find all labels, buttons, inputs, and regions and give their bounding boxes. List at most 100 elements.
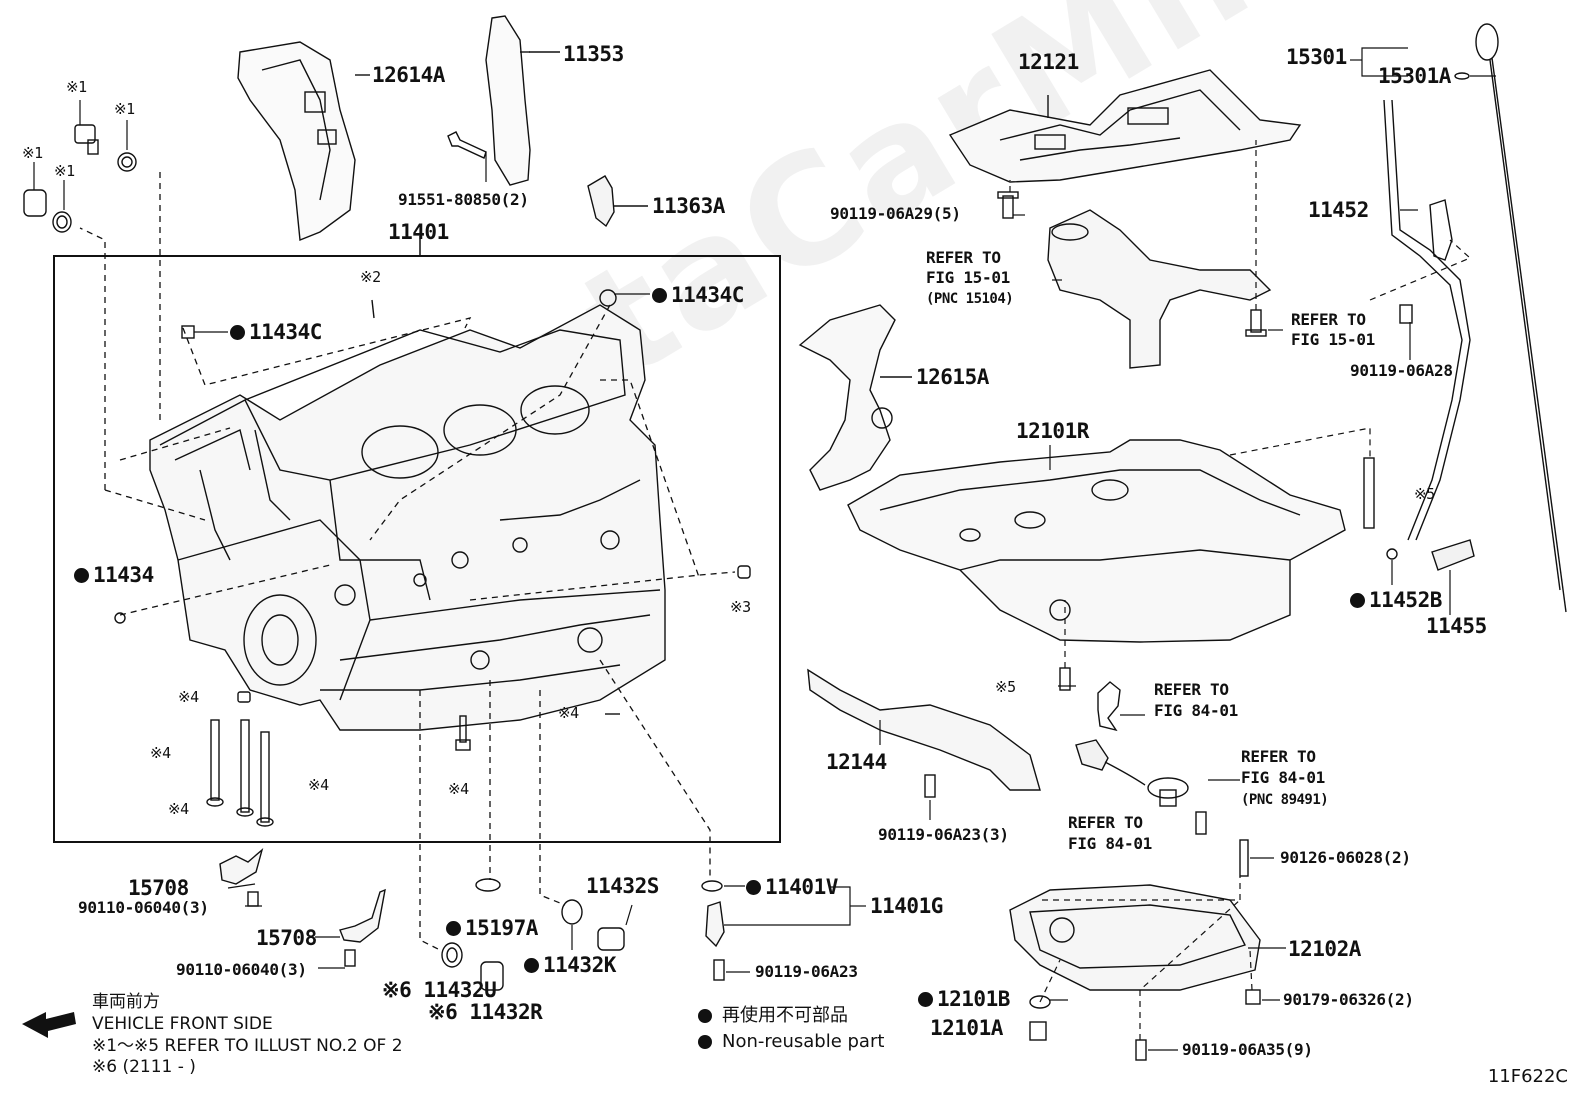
oil-pan-12101R: [847, 439, 1346, 643]
legend-dot-jp: [698, 1009, 712, 1023]
refer-fig-15-01-b-line2[interactable]: FIG 15-01: [1291, 330, 1375, 349]
legend-non-reusable-jp: 再使用不可部品: [722, 1005, 848, 1026]
note-mark-3: ※3: [730, 598, 751, 616]
part-label-12102A[interactable]: 12102A: [1288, 937, 1361, 961]
note-mark-1b: ※1: [114, 100, 135, 118]
non-reusable-dot: [918, 992, 933, 1007]
oil-strainer: [1047, 209, 1272, 369]
part-label-11363A[interactable]: 11363A: [652, 194, 725, 218]
part-label-11401V[interactable]: 11401V: [746, 877, 838, 898]
part-label-15301A[interactable]: 15301A: [1378, 64, 1451, 88]
part-label-12101R[interactable]: 12101R: [1016, 419, 1089, 443]
part-label-90110b[interactable]: 90110-06040(3): [176, 960, 307, 979]
refer-fig-15-01-a-line1[interactable]: REFER TO: [926, 248, 1001, 267]
baffle-plate-12121: [948, 69, 1302, 183]
note-mark-4a: ※4: [178, 688, 199, 706]
note-mark-4c: ※4: [168, 800, 189, 818]
refer-fig-84-01-b-line3[interactable]: (PNC 89491): [1241, 792, 1329, 808]
part-label-11432R[interactable]: ※6 11432R: [428, 1000, 543, 1024]
part-label-12101B[interactable]: 12101B: [918, 989, 1010, 1010]
note-vehicle-front-jp: 車両前方: [92, 992, 160, 1012]
part-label-90119-06A23-3[interactable]: 90119-06A23(3): [878, 825, 1009, 844]
note-mark-4d: ※4: [308, 776, 329, 794]
timing-cover-11353: [485, 15, 560, 186]
refer-fig-84-01-c-line1[interactable]: REFER TO: [1068, 813, 1143, 832]
note-refer-illust: ※1～※5 REFER TO ILLUST NO.2 OF 2: [92, 1036, 403, 1056]
non-reusable-dot: [230, 325, 245, 340]
vehicle-front-arrow: [22, 1012, 76, 1038]
part-label-90126-06028[interactable]: 90126-06028(2): [1280, 848, 1411, 867]
note-mark-6-range: ※6 (2111 - ): [92, 1057, 196, 1077]
non-reusable-dot: [746, 880, 761, 895]
part-label-91551[interactable]: 91551-80850(2): [398, 190, 529, 209]
part-label-12121[interactable]: 12121: [1018, 50, 1079, 74]
bolt-91551: [447, 131, 487, 159]
leaders-solid: [33, 100, 650, 889]
part-label-90119-06A28[interactable]: 90119-06A28: [1350, 361, 1453, 380]
non-reusable-dot: [74, 568, 89, 583]
small-plugs-topleft: [23, 124, 137, 233]
non-reusable-dot: [652, 288, 667, 303]
non-reusable-dot: [446, 921, 461, 936]
plugs-and-pins: [114, 289, 751, 827]
part-label-11401G[interactable]: 11401G: [870, 894, 943, 918]
part-label-11432K[interactable]: 11432K: [524, 955, 616, 976]
bottom-leaders: [245, 885, 866, 973]
part-label-11432S[interactable]: 11432S: [586, 874, 659, 898]
note-mark-4b: ※4: [150, 744, 171, 762]
note-mark-1c: ※1: [22, 144, 43, 162]
note-mark-4e: ※4: [448, 780, 469, 798]
refer-fig-84-01-a-line2[interactable]: FIG 84-01: [1154, 701, 1238, 720]
part-label-90110a[interactable]: 90110-06040(3): [78, 898, 209, 917]
note-mark-5a: ※5: [1414, 485, 1435, 503]
right-leaders: [879, 47, 1496, 1051]
note-mark-1d: ※1: [54, 162, 75, 180]
part-label-12101A[interactable]: 12101A: [930, 1016, 1003, 1040]
part-label-12615A[interactable]: 12615A: [916, 365, 989, 389]
part-label-15301[interactable]: 15301: [1286, 45, 1347, 69]
part-label-12144[interactable]: 12144: [826, 750, 887, 774]
refer-fig-15-01-b-line1[interactable]: REFER TO: [1291, 310, 1366, 329]
part-label-11434[interactable]: 11434: [74, 565, 154, 586]
note-mark-5b: ※5: [995, 678, 1016, 696]
cylinder-block-drawing: [149, 304, 666, 731]
dashed-leaders: [79, 170, 736, 951]
refer-fig-84-01-a-line1[interactable]: REFER TO: [1154, 680, 1229, 699]
part-label-12614A[interactable]: 12614A: [372, 63, 445, 87]
refer-fig-84-01-b-line1[interactable]: REFER TO: [1241, 747, 1316, 766]
legend-dot-en: [698, 1035, 712, 1049]
dipstick: [1383, 23, 1567, 613]
part-label-90179-06326[interactable]: 90179-06326(2): [1283, 990, 1414, 1009]
non-reusable-dot: [524, 958, 539, 973]
note-mark-4f: ※4: [558, 704, 579, 722]
part-label-11401[interactable]: 11401: [388, 220, 449, 244]
part-label-11432U[interactable]: ※6 11432U: [382, 978, 497, 1002]
refer-fig-84-01-c-line2[interactable]: FIG 84-01: [1068, 834, 1152, 853]
part-label-11452B[interactable]: 11452B: [1350, 590, 1442, 611]
note-mark-1a: ※1: [66, 78, 87, 96]
right-dashed-leaders: [1009, 140, 1472, 1040]
refer-fig-15-01-a-line3[interactable]: (PNC 15104): [926, 291, 1014, 307]
part-label-90119-06A29[interactable]: 90119-06A29(5): [830, 204, 961, 223]
rear-oil-seal-retainer: [807, 668, 1041, 798]
part-label-15197A[interactable]: 15197A: [446, 918, 538, 939]
bracket-12615A: [798, 304, 912, 491]
note-vehicle-front-en: VEHICLE FRONT SIDE: [92, 1014, 273, 1034]
diagram-id: 11F622C: [1487, 1066, 1568, 1087]
part-label-11455[interactable]: 11455: [1426, 614, 1487, 638]
part-label-11353[interactable]: 11353: [563, 42, 624, 66]
part-label-90119-06A23[interactable]: 90119-06A23: [755, 962, 858, 981]
part-label-11434C-left[interactable]: 11434C: [230, 322, 322, 343]
part-label-11452[interactable]: 11452: [1308, 198, 1369, 222]
part-label-11434C-right[interactable]: 11434C: [652, 285, 744, 306]
part-label-15708a[interactable]: 15708: [128, 876, 189, 900]
lower-oil-pan-12102A: [1009, 457, 1398, 1061]
oil-jets-15708: [219, 847, 386, 967]
timing-cover-12614A: [237, 41, 370, 241]
refer-fig-84-01-b-line2[interactable]: FIG 84-01: [1241, 768, 1325, 787]
note-mark-2: ※2: [360, 268, 381, 286]
refer-fig-15-01-a-line2[interactable]: FIG 15-01: [926, 268, 1010, 287]
part-label-90119-06A35[interactable]: 90119-06A35(9): [1182, 1040, 1313, 1059]
part-label-15708b[interactable]: 15708: [256, 926, 317, 950]
